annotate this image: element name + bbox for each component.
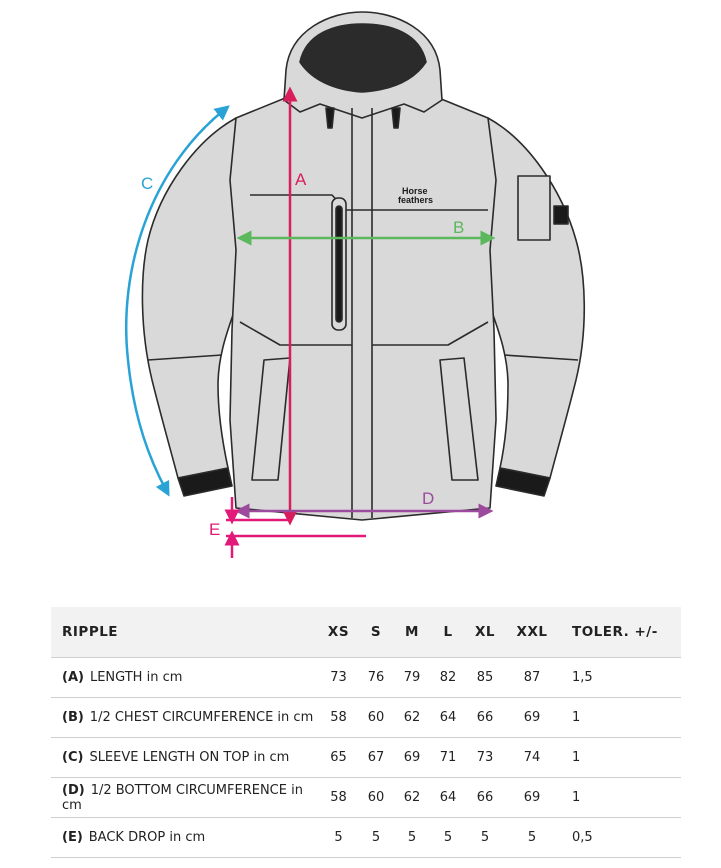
measure-code: (E) xyxy=(62,830,83,845)
sleeve-arrow-c xyxy=(124,105,230,497)
cell-xl: 85 xyxy=(476,670,494,685)
measure-name: LENGTH in cm xyxy=(89,670,183,685)
cell-l: 64 xyxy=(439,790,457,805)
measure-name: 1/2 BOTTOM CIRCUMFERENCE in cm xyxy=(62,782,303,813)
label-d: D xyxy=(422,489,434,508)
cell-m: 5 xyxy=(407,830,417,845)
header-size-l: L xyxy=(443,624,453,640)
label-e: E xyxy=(209,520,220,539)
table-row: (C) SLEEVE LENGTH ON TOP in cm 65 67 69 7… xyxy=(51,737,681,778)
cell-xxl: 69 xyxy=(523,790,541,805)
label-c: C xyxy=(141,174,153,193)
brand-logo-line2: feathers xyxy=(398,195,433,205)
cell-xxl: 69 xyxy=(523,710,541,725)
cell-l: 71 xyxy=(439,750,457,765)
jacket-drawing xyxy=(141,11,586,521)
row-label: (A) LENGTH in cm xyxy=(51,658,321,698)
table-row: (B) 1/2 CHEST CIRCUMFERENCE in cm 58 60 6… xyxy=(51,697,681,738)
cell-xl: 5 xyxy=(480,830,490,845)
brand-logo-line1: Horse xyxy=(402,186,428,196)
cell-xs: 58 xyxy=(330,790,347,805)
cell-s: 5 xyxy=(371,830,381,845)
cell-tolerance: 1,5 xyxy=(572,670,593,685)
measure-name: 1/2 CHEST CIRCUMFERENCE in cm xyxy=(89,710,314,725)
cell-tolerance: 1 xyxy=(572,790,581,805)
header-tolerance: TOLER. +/- xyxy=(572,624,658,640)
cell-s: 60 xyxy=(367,710,385,725)
cell-tolerance: 0,5 xyxy=(572,830,593,845)
cell-l: 82 xyxy=(439,670,457,685)
cell-tolerance: 1 xyxy=(572,750,581,765)
header-size-s: S xyxy=(370,624,382,640)
label-a: A xyxy=(295,170,307,189)
table-row: (A) LENGTH in cm 73 76 79 82 85 87 1,5 xyxy=(51,657,681,698)
zip-placket xyxy=(351,108,373,518)
measure-code: (B) xyxy=(62,710,84,725)
measure-code: (A) xyxy=(62,670,84,685)
cell-xs: 5 xyxy=(334,830,343,845)
cell-xxl: 74 xyxy=(523,750,541,765)
row-label: (B) 1/2 CHEST CIRCUMFERENCE in cm xyxy=(51,698,321,738)
jacket-measurement-diagram: Horse feathers A B C D E xyxy=(124,11,586,558)
header-size-xxl: XXL xyxy=(516,624,548,640)
jacket-body xyxy=(229,91,497,521)
backdrop-arrows-e xyxy=(224,497,366,558)
measure-code: (C) xyxy=(62,750,84,765)
cell-xl: 66 xyxy=(476,710,494,725)
cell-xs: 73 xyxy=(330,670,347,685)
cell-s: 60 xyxy=(367,790,385,805)
header-size-xs: XS xyxy=(327,624,350,640)
cell-l: 64 xyxy=(439,710,457,725)
cell-m: 62 xyxy=(403,710,421,725)
cell-xxl: 87 xyxy=(523,670,541,685)
header-size-m: M xyxy=(405,624,419,640)
size-chart-table: RIPPLE XS S M L XL XXL TOLER. +/- (A) LEN… xyxy=(51,607,681,858)
row-label: (C) SLEEVE LENGTH ON TOP in cm xyxy=(51,738,321,778)
cell-m: 62 xyxy=(403,790,421,805)
measure-code: (D) xyxy=(62,782,85,798)
brand-logo: Horse feathers xyxy=(398,186,433,205)
cell-l: 5 xyxy=(443,830,453,845)
label-b: B xyxy=(453,218,464,237)
header-product-name: RIPPLE xyxy=(62,624,119,640)
row-label: (E) BACK DROP in cm xyxy=(51,818,321,858)
cell-xl: 73 xyxy=(476,750,494,765)
table-row: (D)1/2 BOTTOM CIRCUMFERENCE in cm 58 60 … xyxy=(51,777,681,818)
cell-tolerance: 1 xyxy=(572,710,581,725)
measure-name: SLEEVE LENGTH ON TOP in cm xyxy=(89,750,290,765)
cell-xs: 58 xyxy=(330,710,347,725)
hood-lining xyxy=(299,23,427,93)
cell-xxl: 5 xyxy=(527,830,537,845)
cell-s: 67 xyxy=(367,750,385,765)
cell-m: 69 xyxy=(403,750,421,765)
table-header-row: RIPPLE XS S M L XL XXL TOLER. +/- xyxy=(51,607,681,658)
table-row: (E) BACK DROP in cm 5 5 5 5 5 5 0,5 xyxy=(51,817,681,858)
row-label: (D)1/2 BOTTOM CIRCUMFERENCE in cm xyxy=(51,778,321,818)
cell-s: 76 xyxy=(367,670,385,685)
cell-xl: 66 xyxy=(476,790,494,805)
cell-xs: 65 xyxy=(330,750,347,765)
right-cuff xyxy=(495,467,551,497)
cell-m: 79 xyxy=(403,670,421,685)
header-size-xl: XL xyxy=(474,624,495,640)
measure-name: BACK DROP in cm xyxy=(88,830,206,845)
